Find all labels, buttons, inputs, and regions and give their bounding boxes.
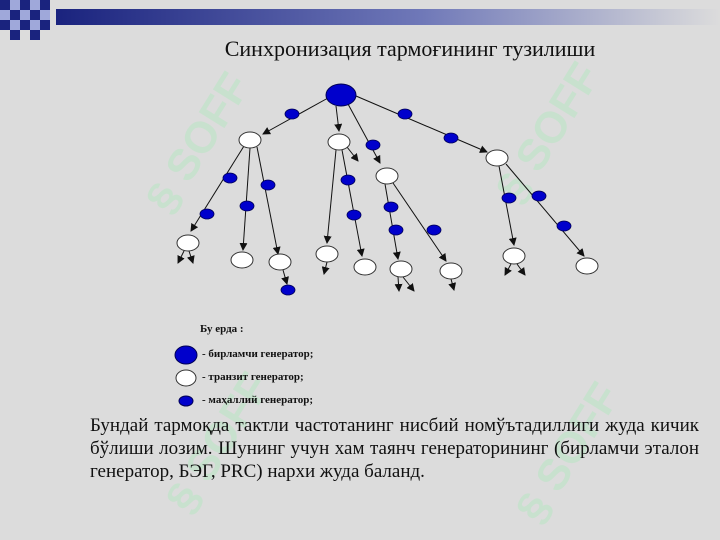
- primary-generator-node: [325, 83, 357, 107]
- transit-generator-node: [439, 262, 463, 280]
- local-generator-node: [397, 108, 413, 120]
- local-generator-node: [346, 209, 362, 221]
- primary-generator-icon: [174, 345, 198, 365]
- local-generator-node: [280, 284, 296, 296]
- local-generator-node: [388, 224, 404, 236]
- header-decoration: [0, 0, 720, 40]
- legend-title: Бу ерда :: [200, 323, 244, 335]
- local-generator-node: [443, 132, 459, 144]
- local-generator-icon: [178, 395, 194, 407]
- local-generator-node: [340, 174, 356, 186]
- legend-label: - транзит генератор;: [202, 371, 304, 383]
- transit-generator-icon: [175, 369, 197, 387]
- local-generator-node: [239, 200, 255, 212]
- transit-generator-node: [502, 247, 526, 265]
- legend-item-local: - маҳаллий генератор;: [174, 391, 404, 411]
- local-generator-node: [501, 192, 517, 204]
- local-generator-node: [426, 224, 442, 236]
- transit-generator-node: [353, 258, 377, 276]
- legend-item-primary: - бирламчи генератор;: [174, 345, 404, 365]
- local-generator-node: [365, 139, 381, 151]
- transit-generator-node: [268, 253, 292, 271]
- local-generator-node: [383, 201, 399, 213]
- svg-text:§ SOFF: § SOFF: [487, 54, 610, 211]
- transit-generator-node: [575, 257, 599, 275]
- local-generator-node: [260, 179, 276, 191]
- page-title: Синхронизация тармоғининг тузилиши: [224, 36, 596, 61]
- transit-generator-node: [485, 149, 509, 167]
- legend-label: - бирламчи генератор;: [202, 348, 314, 360]
- legend-item-transit: - транзит генератор;: [174, 368, 404, 388]
- local-generator-node: [199, 208, 215, 220]
- transit-generator-node: [176, 234, 200, 252]
- local-generator-node: [222, 172, 238, 184]
- local-generator-node: [556, 220, 572, 232]
- local-generator-node: [284, 108, 300, 120]
- transit-generator-node: [389, 260, 413, 278]
- body-paragraph: Бундай тармоқда тактли частотанинг нисби…: [90, 415, 699, 482]
- transit-generator-node: [230, 251, 254, 269]
- transit-generator-node: [327, 133, 351, 151]
- local-generator-node: [531, 190, 547, 202]
- transit-generator-node: [238, 131, 262, 149]
- transit-generator-node: [315, 245, 339, 263]
- legend-label: - маҳаллий генератор;: [202, 394, 314, 406]
- transit-generator-node: [375, 167, 399, 185]
